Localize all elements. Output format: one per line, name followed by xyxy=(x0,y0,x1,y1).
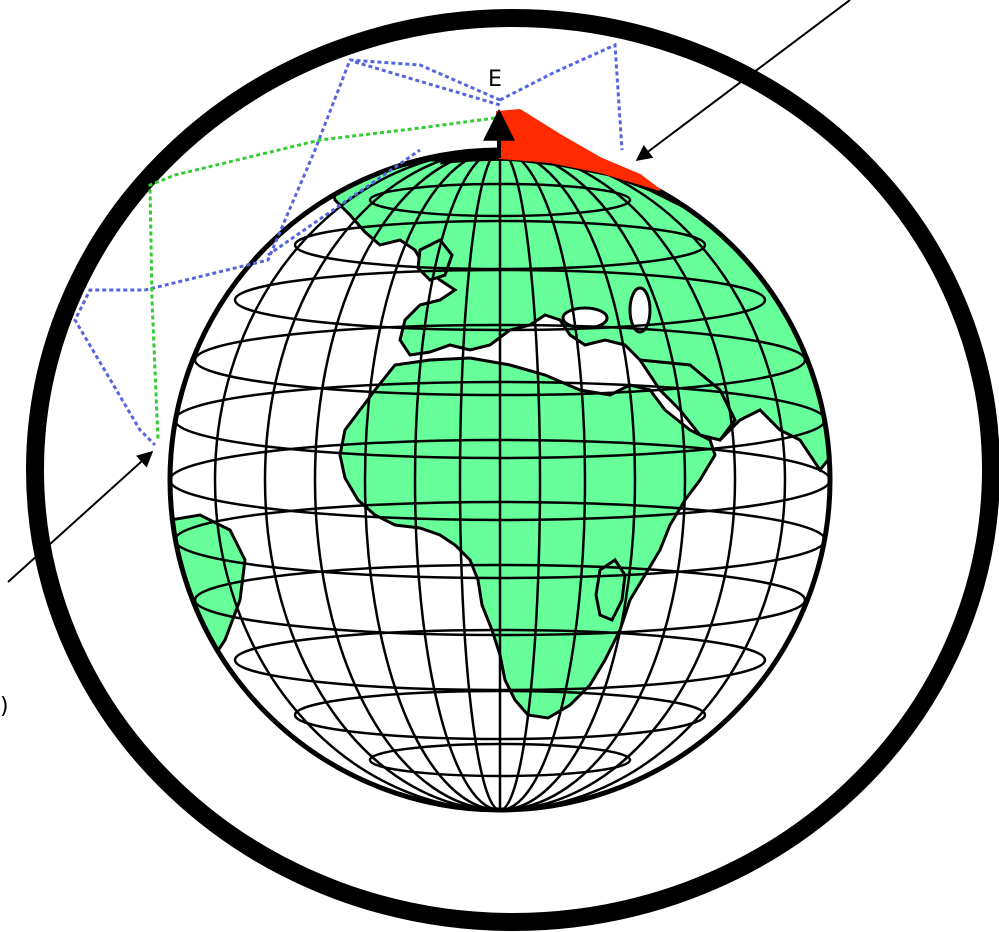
e-field-label: E xyxy=(488,67,502,92)
earth-globe-icon xyxy=(170,150,832,810)
e-field-vector: E xyxy=(488,67,502,158)
partial-left-label: ) xyxy=(0,694,9,719)
pointer-arrow-top-right xyxy=(637,0,850,160)
